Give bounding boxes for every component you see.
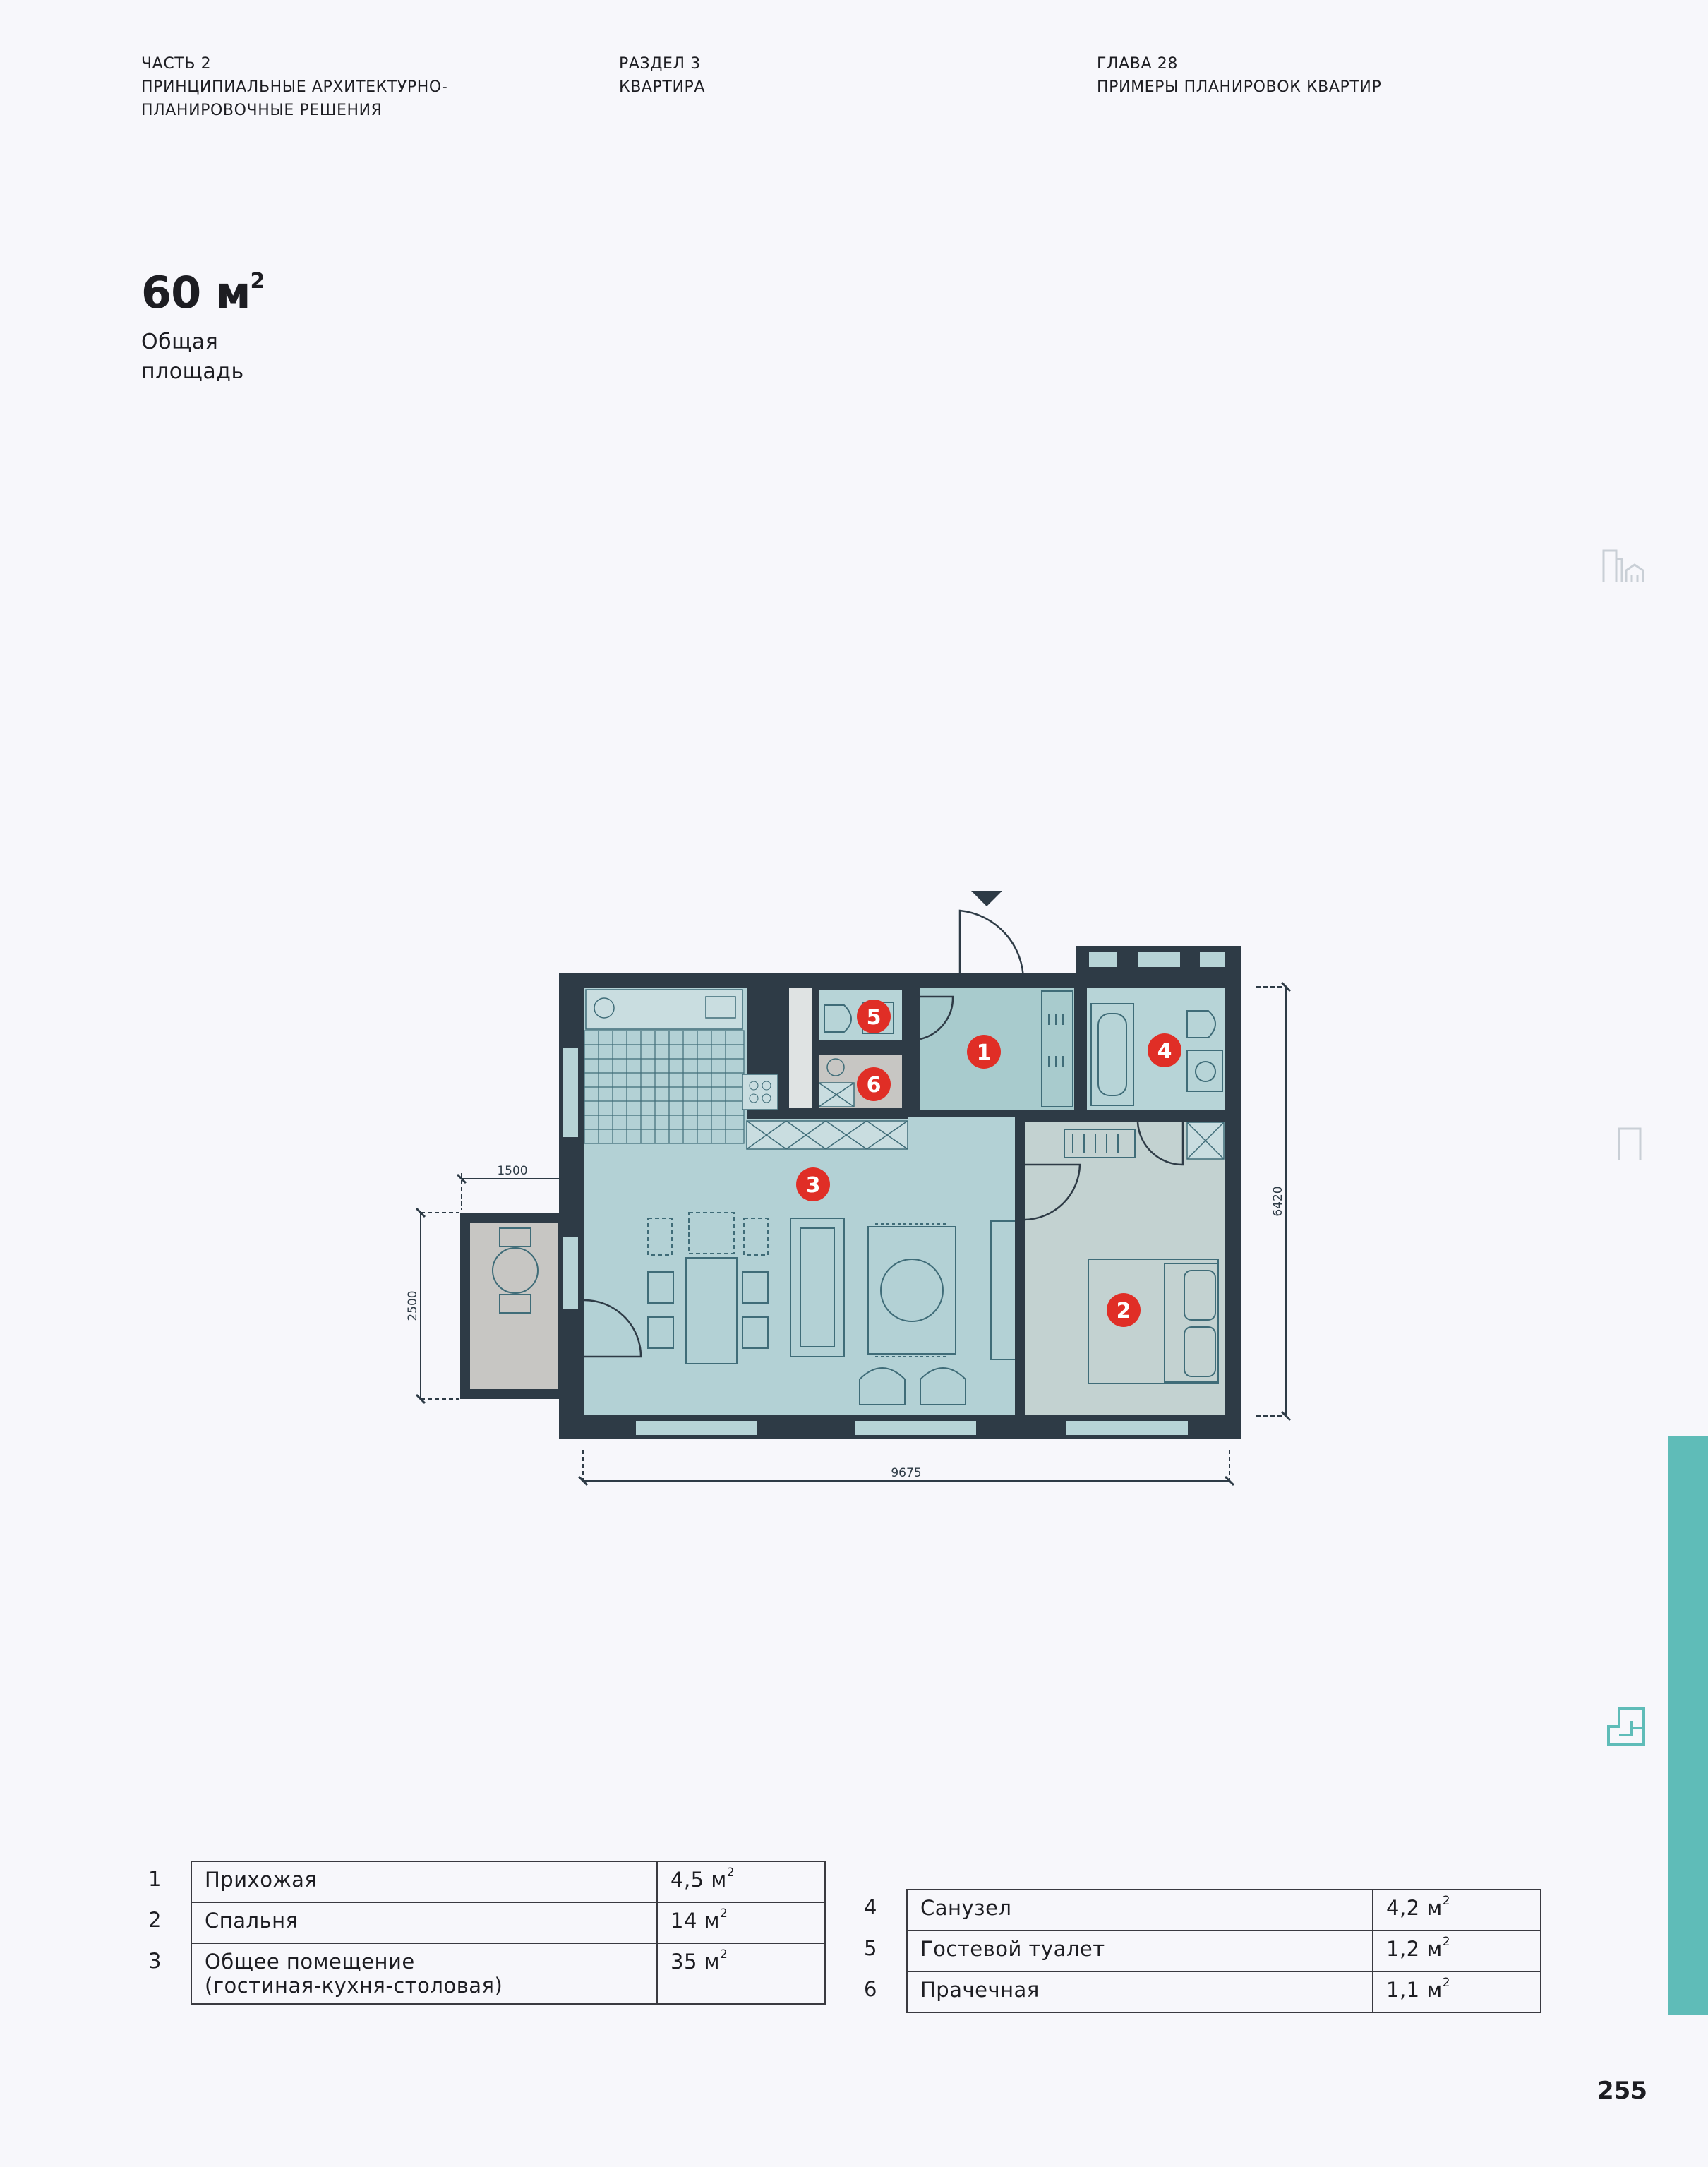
total-area-caption: Общая площадь (141, 330, 244, 384)
header-part: ЧАСТЬ 2 ПРИНЦИПИАЛЬНЫЕ АРХИТЕКТУРНО- ПЛА… (141, 55, 448, 119)
legend-right: 4 Санузел 4,2 м2 5 Гостевой туалет 1,2 м… (864, 1889, 1541, 2013)
total-area: 60 м2 (141, 267, 265, 318)
svg-text:3: 3 (806, 1173, 821, 1198)
table-row: 6 Прачечная 1,1 м2 (864, 1971, 1541, 2013)
table-row: 5 Гостевой туалет 1,2 м2 (864, 1930, 1541, 1972)
marker-1[interactable] (967, 1035, 1001, 1069)
svg-text:2: 2 (1117, 1299, 1131, 1323)
table-row: 4 Санузел 4,2 м2 (864, 1889, 1541, 1931)
apartment-plan-icon[interactable] (1606, 1707, 1646, 1746)
dim-height: 6420 (1271, 1186, 1285, 1216)
room-bedroom (1025, 1122, 1225, 1415)
table-row: 2 Спальня 14 м2 (148, 1902, 826, 1944)
marker-2[interactable] (1107, 1293, 1141, 1327)
svg-text:6: 6 (867, 1073, 882, 1098)
page-number: 255 (1597, 2077, 1647, 2105)
dimension-lines (420, 986, 1287, 1482)
accent-stripe (1668, 1436, 1708, 2015)
header-section: РАЗДЕЛ 3 КВАРТИРА (619, 55, 706, 96)
building-icon[interactable] (1601, 548, 1647, 583)
legend-left: 1 Прихожая 4,5 м2 2 Спальня 14 м2 3 Обще… (148, 1861, 826, 2005)
table-row: 1 Прихожая 4,5 м2 (148, 1861, 826, 1903)
dim-balcony-height: 2500 (406, 1290, 420, 1321)
dim-balcony-width: 1500 (497, 1164, 527, 1178)
svg-text:4: 4 (1157, 1039, 1172, 1064)
marker-6[interactable] (857, 1067, 891, 1101)
marker-5[interactable] (857, 1000, 891, 1033)
svg-text:1: 1 (977, 1040, 992, 1065)
marker-3[interactable] (796, 1167, 830, 1201)
section-icon[interactable] (1616, 1126, 1644, 1161)
svg-text:5: 5 (867, 1005, 882, 1030)
dim-width: 9675 (891, 1466, 921, 1480)
table-row: 3 Общее помещение(гостиная-кухня-столова… (148, 1943, 826, 2005)
marker-4[interactable] (1148, 1033, 1181, 1067)
floor-plan: 9675 6420 1500 2500 1 2 3 4 5 6 (406, 891, 1292, 1487)
furniture (647, 990, 1223, 1405)
header-chapter: ГЛАВА 28 ПРИМЕРЫ ПЛАНИРОВОК КВАРТИР (1097, 55, 1382, 96)
